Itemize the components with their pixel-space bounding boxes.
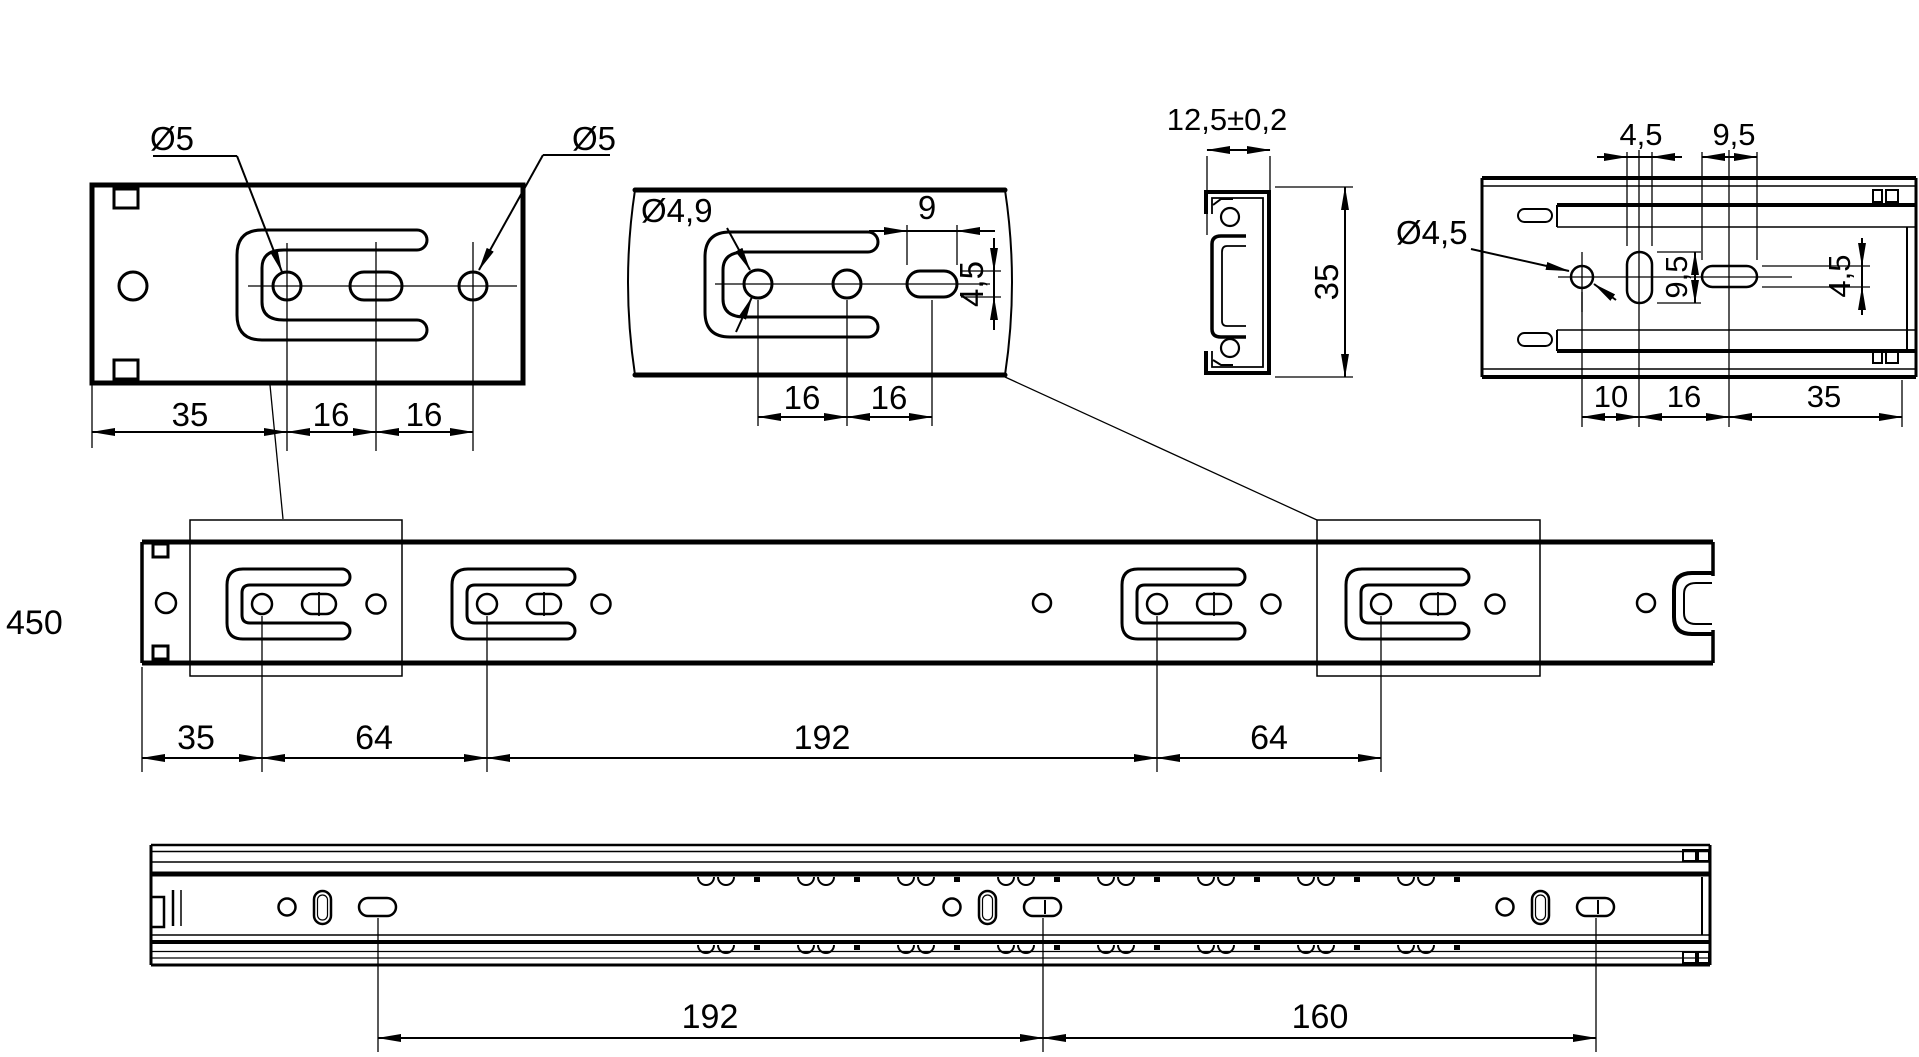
dim-height: 35 <box>1308 264 1345 301</box>
dim-9: 9 <box>918 189 936 226</box>
plate-outline <box>89 182 526 386</box>
end-bracket-outer <box>1672 571 1712 636</box>
cabinet-profile-outer <box>1204 190 1271 375</box>
label-dia5-left: Ø5 <box>150 120 194 157</box>
dim-35: 35 <box>172 396 209 433</box>
tab-cutout-top <box>112 187 140 210</box>
dim-45-side: 4,5 <box>1822 254 1857 297</box>
hole-left <box>117 270 149 302</box>
cage-top <box>1212 198 1233 206</box>
retainer-slot-top <box>1517 208 1553 223</box>
end-bracket-inner <box>1683 582 1712 625</box>
dim-35: 35 <box>177 719 215 757</box>
detail-callout-box-1 <box>189 519 403 677</box>
ball-bottom <box>1219 337 1241 359</box>
detail-callout-box-2 <box>1316 519 1541 677</box>
hole-pattern-1 <box>225 567 387 641</box>
drawer-profile-inner <box>1221 245 1246 327</box>
dim-192: 192 <box>682 998 739 1036</box>
dim-35: 35 <box>1807 379 1841 414</box>
label-dia49: Ø4,9 <box>641 192 713 229</box>
retainer-slot-bottom <box>1517 332 1553 347</box>
detail-connector-left <box>269 384 284 520</box>
view-bottom-full: 192 160 <box>149 843 1712 1052</box>
cage-bottom <box>1212 359 1233 366</box>
label-dia45: Ø4,5 <box>1396 214 1468 251</box>
dim-192: 192 <box>794 719 851 757</box>
dim-10: 10 <box>1594 379 1628 414</box>
ball-top <box>1219 206 1241 228</box>
lanced-slot <box>703 230 880 339</box>
dim-64b: 64 <box>1250 719 1288 757</box>
view-side-full: 450 35 64 192 64 <box>6 519 1715 772</box>
dim-16a: 16 <box>313 396 350 433</box>
dim-45-top: 4,5 <box>1619 117 1662 152</box>
drawer-profile-outer <box>1210 234 1246 339</box>
lanced-slot <box>235 228 429 342</box>
dim-95-top: 9,5 <box>1712 117 1755 152</box>
front-latch <box>152 895 166 929</box>
view-detail-drawer-end: 4,5 9,5 Ø4,5 9,5 4,5 10 16 35 <box>1396 117 1918 427</box>
break-edge-left <box>627 189 636 376</box>
dim-16b: 16 <box>871 379 908 416</box>
view-detail-mount-front: 35 16 16 Ø5 Ø5 <box>89 120 616 520</box>
dim-64a: 64 <box>355 719 393 757</box>
label-dia5-right: Ø5 <box>572 120 616 157</box>
dim-16a: 16 <box>784 379 821 416</box>
hole-pattern-2 <box>450 567 612 641</box>
dim-95-side: 9,5 <box>1659 255 1694 298</box>
hole-pattern-4 <box>1344 567 1506 641</box>
label-length-450: 450 <box>6 604 63 642</box>
dim-width: 12,5±0,2 <box>1167 102 1287 137</box>
break-edge-right <box>1004 189 1013 376</box>
dim-16b: 16 <box>406 396 443 433</box>
detail-connector-right <box>1004 376 1318 521</box>
cabinet-profile-inner <box>1211 197 1264 368</box>
view-cross-section: 12,5±0,2 35 <box>1167 102 1353 378</box>
hole-mid <box>1031 592 1053 614</box>
view-detail-mount-mid: Ø4,9 9 4,5 16 16 <box>627 187 1318 521</box>
dim-45: 4,5 <box>953 261 990 307</box>
dim-160: 160 <box>1292 998 1349 1036</box>
dim-16: 16 <box>1667 379 1701 414</box>
tab-cutout-bottom <box>112 358 140 381</box>
hole-front <box>154 591 178 615</box>
hole-pattern-3 <box>1120 567 1282 641</box>
hole-rear <box>1635 592 1657 614</box>
